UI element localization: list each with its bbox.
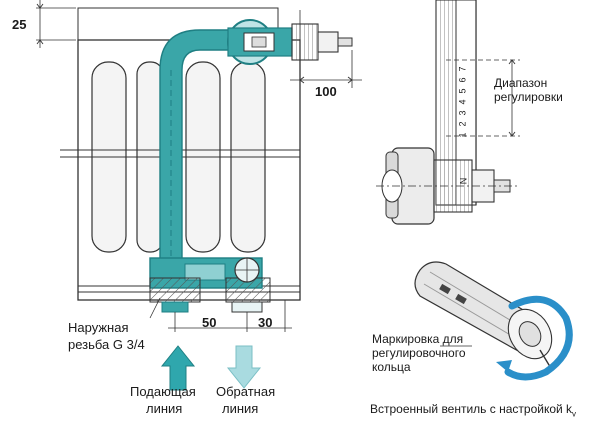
scale-tick-7: 7: [457, 66, 468, 72]
bottom-connectors: [149, 257, 271, 313]
dim-spacing-return-edge: 30: [258, 315, 273, 330]
label-return-line-1: Обратная: [216, 384, 276, 399]
label-external-thread-line2: резьба G 3/4: [68, 337, 145, 352]
label-builtin-valve: Встроенный вентиль с настройкой kv: [370, 402, 577, 419]
scale-tick-2: 2: [457, 121, 468, 127]
label-ring-marking-line1: Маркировка для: [372, 332, 464, 346]
label-supply-line-2: линия: [146, 401, 183, 416]
scale-tick-4: 4: [457, 99, 468, 105]
rotation-ring-icon: [504, 295, 573, 381]
radiator-body: [60, 7, 301, 301]
scale-tick-3: 3: [457, 110, 468, 116]
supply-arrow: [160, 345, 196, 391]
dim-spacing-supply-return: 50: [202, 315, 217, 330]
label-builtin-valve-sub: v: [572, 409, 577, 419]
label-return-line-2: линия: [222, 401, 259, 416]
dimension-lines: [36, 0, 362, 332]
top-valve-insert: [227, 10, 353, 80]
return-arrow: [226, 345, 262, 389]
label-adjust-range-line2: регулировки: [494, 90, 563, 104]
dim-valve-offset: 100: [315, 84, 337, 99]
dim-top-offset: 25: [12, 17, 27, 32]
scale-tick-5: 5: [457, 88, 468, 94]
label-supply-line-1: Подающая: [130, 384, 196, 399]
valve-side-view: [376, 147, 520, 225]
scale-tick-6: 6: [457, 77, 468, 83]
scale-tick-1: 1: [457, 132, 468, 138]
scale-end-label: N: [458, 177, 469, 185]
valve-insert-3d: [414, 261, 573, 381]
label-ring-marking-line2: регулировочного: [372, 346, 466, 360]
label-adjust-range-line1: Диапазон: [494, 76, 548, 90]
label-ring-marking-line3: кольца: [372, 360, 411, 374]
label-external-thread-line1: Наружная: [68, 320, 129, 335]
